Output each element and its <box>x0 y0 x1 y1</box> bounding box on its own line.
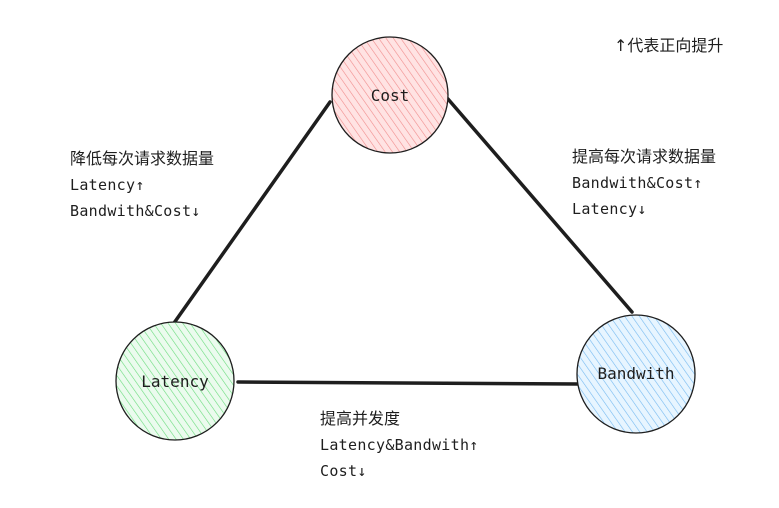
edge-cost-latency <box>172 100 332 325</box>
note-right-title: 提高每次请求数据量 <box>572 147 717 166</box>
node-cost: Cost <box>331 36 449 154</box>
node-latency-label: Latency <box>141 372 209 391</box>
note-left-title: 降低每次请求数据量 <box>70 149 215 168</box>
legend-text: ↑代表正向提升 <box>614 36 724 55</box>
node-cost-label: Cost <box>371 86 410 105</box>
note-left-line2: Bandwith&Cost↓ <box>70 202 201 220</box>
edge-latency-bandwith <box>236 380 580 386</box>
note-right-line1: Bandwith&Cost↑ <box>572 174 703 192</box>
edge-cost-bandwith <box>446 97 634 314</box>
note-bottom-line2: Cost↓ <box>320 462 367 480</box>
note-left: 降低每次请求数据量 Latency↑ Bandwith&Cost↓ <box>70 146 214 224</box>
note-right-line2: Latency↓ <box>572 200 647 218</box>
note-bottom: 提高并发度 Latency&Bandwith↑ Cost↓ <box>320 406 479 484</box>
note-right: 提高每次请求数据量 Bandwith&Cost↑ Latency↓ <box>572 144 716 222</box>
note-left-line1: Latency↑ <box>70 176 145 194</box>
node-bandwith-label: Bandwith <box>597 364 674 383</box>
node-bandwith: Bandwith <box>576 314 696 434</box>
node-latency: Latency <box>115 321 235 441</box>
note-bottom-title: 提高并发度 <box>320 409 401 428</box>
note-bottom-line1: Latency&Bandwith↑ <box>320 436 479 454</box>
